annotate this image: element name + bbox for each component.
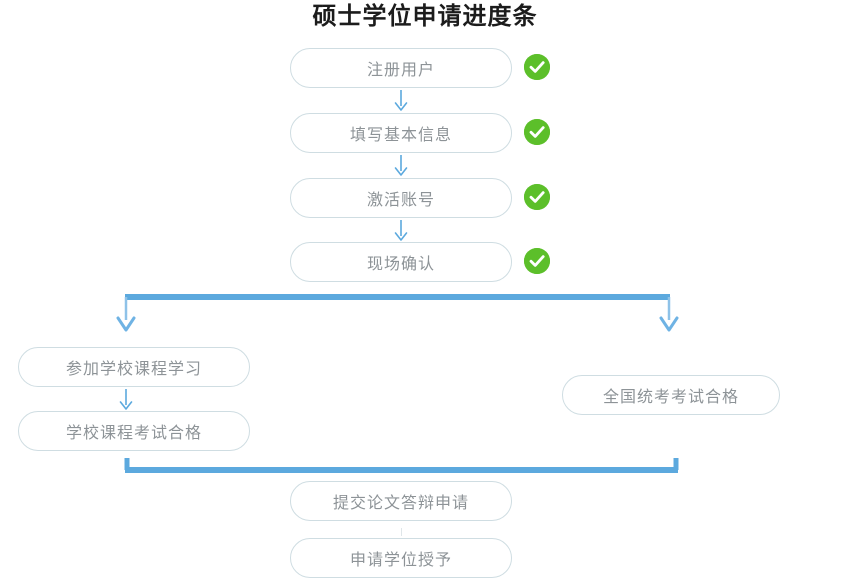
flow-node-label: 填写基本信息 xyxy=(349,125,452,144)
flow-node-label: 全国统考考试合格 xyxy=(602,387,739,406)
check-circle-icon xyxy=(524,184,550,210)
flow-node-label: 激活账号 xyxy=(366,190,435,209)
page-title: 硕士学位申请进度条 xyxy=(312,2,538,30)
arrow-down-icon xyxy=(390,88,412,114)
flow-node-label: 学校课程考试合格 xyxy=(65,423,202,442)
flow-node-submit-thesis-defense[interactable]: 提交论文答辩申请 xyxy=(290,481,512,521)
flow-node-activate-account[interactable]: 激活账号 xyxy=(290,178,512,218)
split-bracket-connector xyxy=(110,292,700,337)
flow-node-attend-courses[interactable]: 参加学校课程学习 xyxy=(18,347,250,387)
arrow-down-icon xyxy=(115,387,137,413)
flow-node-label: 申请学位授予 xyxy=(349,550,452,569)
arrow-down-icon xyxy=(390,218,412,244)
arrow-down-icon xyxy=(390,153,412,179)
flow-node-national-exam-pass[interactable]: 全国统考考试合格 xyxy=(562,375,780,415)
check-circle-icon xyxy=(524,54,550,80)
flow-node-basic-info[interactable]: 填写基本信息 xyxy=(290,113,512,153)
flow-node-label: 提交论文答辩申请 xyxy=(332,493,469,512)
check-circle-icon xyxy=(524,248,550,274)
final-steps-connector xyxy=(401,528,402,536)
merge-bracket-connector xyxy=(110,450,700,478)
check-circle-icon xyxy=(524,119,550,145)
flow-node-label: 现场确认 xyxy=(366,254,435,273)
flow-node-label: 注册用户 xyxy=(366,60,435,79)
flow-node-apply-degree[interactable]: 申请学位授予 xyxy=(290,538,512,578)
flow-node-onsite-confirm[interactable]: 现场确认 xyxy=(290,242,512,282)
flow-node-register[interactable]: 注册用户 xyxy=(290,48,512,88)
flow-node-course-exam-pass[interactable]: 学校课程考试合格 xyxy=(18,411,250,451)
flow-node-label: 参加学校课程学习 xyxy=(65,359,202,378)
